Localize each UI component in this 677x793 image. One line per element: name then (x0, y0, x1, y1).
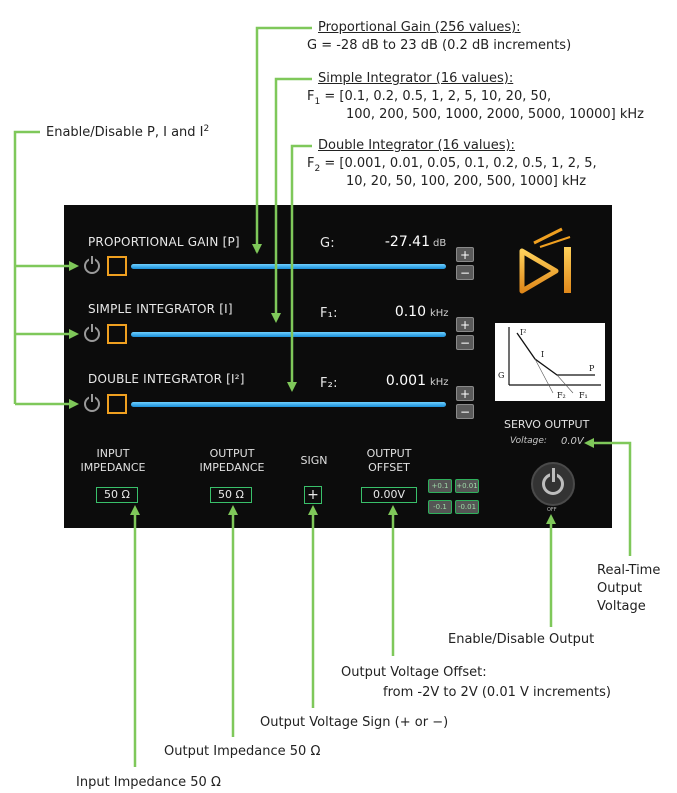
double-integrator-label: DOUBLE INTEGRATOR [I²] (88, 372, 245, 386)
output-impedance-field[interactable]: 50 Ω (210, 487, 252, 503)
gain-value: -27.41 (384, 234, 430, 250)
f1-value: 0.10 (394, 304, 426, 320)
power-icon-bar (552, 468, 555, 482)
offset-plus-0-01-button[interactable]: +0.01 (455, 479, 479, 493)
double-int-formula: F2 = [0.001, 0.01, 0.05, 0.1, 0.2, 0.5, … (307, 156, 597, 174)
i2-enable-power-icon[interactable] (84, 394, 100, 412)
offset-minus-0-1-button[interactable]: -0.1 (428, 500, 452, 514)
i2-minus-button[interactable]: − (456, 404, 474, 419)
gain-unit: dB (433, 238, 447, 249)
f2-symbol: F₂: (320, 376, 338, 391)
f1-symbol: F₁: (320, 306, 338, 321)
prop-gain-title: Proportional Gain (256 values): (318, 20, 521, 35)
i-minus-button[interactable]: − (456, 335, 474, 350)
control-panel: PROPORTIONAL GAIN [P] G: -27.41 dB + − S… (64, 205, 612, 528)
plot-label-i2: I² (520, 328, 526, 337)
input-impedance-field[interactable]: 50 Ω (96, 487, 138, 503)
double-int-formula-cont: 10, 20, 50, 100, 200, 500, 1000] kHz (346, 174, 587, 189)
f2-value: 0.001 (385, 373, 426, 389)
output-impedance-label: OUTPUT IMPEDANCE (199, 447, 265, 474)
transfer-function-plot: I² I P G F₂ F₁ (495, 323, 605, 401)
plot-label-g: G (498, 371, 504, 380)
gain-symbol: G: (320, 236, 335, 251)
output-offset-label: OUTPUT OFFSET (366, 447, 412, 474)
i2-frequency-slider[interactable] (131, 402, 446, 407)
sign-toggle[interactable]: + (304, 486, 322, 504)
p-enable-power-icon[interactable] (84, 256, 100, 274)
i2-integrator-amp-icon (107, 394, 127, 414)
simple-int-formula-cont: 100, 200, 500, 1000, 2000, 5000, 10000] … (346, 107, 644, 122)
i-plus-button[interactable]: + (456, 317, 474, 332)
servo-output-title: SERVO OUTPUT (504, 418, 590, 431)
realtime-output-annotation: Real-Time Output Voltage (597, 563, 661, 614)
i-integrator-amp-icon (107, 324, 127, 344)
enable-output-annotation: Enable/Disable Output (448, 632, 595, 647)
servo-voltage-value: 0.0V (561, 436, 584, 447)
output-offset-field[interactable]: 0.00V (361, 487, 417, 503)
i-enable-power-icon[interactable] (84, 324, 100, 342)
servo-output-power-button[interactable] (531, 462, 575, 506)
p-gain-plus-button[interactable]: + (456, 247, 474, 262)
di-logo-icon (519, 227, 571, 294)
p-gain-minus-button[interactable]: − (456, 265, 474, 280)
offset-annotation-title: Output Voltage Offset: (341, 665, 487, 680)
prop-gain-range: G = -28 dB to 23 dB (0.2 dB increments) (307, 38, 572, 53)
i-frequency-slider[interactable] (131, 332, 446, 337)
plot-label-f1: F₁ (579, 391, 588, 400)
plot-label-f2: F₂ (557, 391, 566, 400)
p-gain-amp-icon (107, 256, 127, 276)
i2-plus-button[interactable]: + (456, 386, 474, 401)
p-gain-slider[interactable] (131, 264, 446, 269)
plot-label-i: I (541, 350, 544, 359)
simple-int-title: Simple Integrator (16 values): (318, 71, 514, 86)
enable-pi-annotation: Enable/Disable P, I and I2 (46, 124, 210, 140)
input-impedance-label: INPUT IMPEDANCE (80, 447, 146, 474)
simple-int-formula: F1 = [0.1, 0.2, 0.5, 1, 2, 5, 10, 20, 50… (307, 89, 552, 107)
input-impedance-annotation: Input Impedance 50 Ω (76, 775, 221, 790)
offset-plus-0-1-button[interactable]: +0.1 (428, 479, 452, 493)
f1-unit: kHz (430, 308, 449, 319)
offset-annotation-range: from -2V to 2V (0.01 V increments) (383, 685, 611, 700)
power-state-label: OFF (547, 507, 557, 513)
double-int-title: Double Integrator (16 values): (318, 138, 515, 153)
proportional-gain-label: PROPORTIONAL GAIN [P] (88, 235, 240, 249)
f2-unit: kHz (430, 377, 449, 388)
plot-label-p: P (589, 364, 595, 373)
offset-minus-0-01-button[interactable]: -0.01 (455, 500, 479, 514)
sign-label: SIGN (300, 454, 328, 467)
output-impedance-annotation: Output Impedance 50 Ω (164, 744, 321, 759)
sign-annotation: Output Voltage Sign (+ or −) (260, 715, 449, 730)
servo-voltage-label: Voltage: (510, 436, 547, 446)
simple-integrator-label: SIMPLE INTEGRATOR [I] (88, 302, 233, 316)
